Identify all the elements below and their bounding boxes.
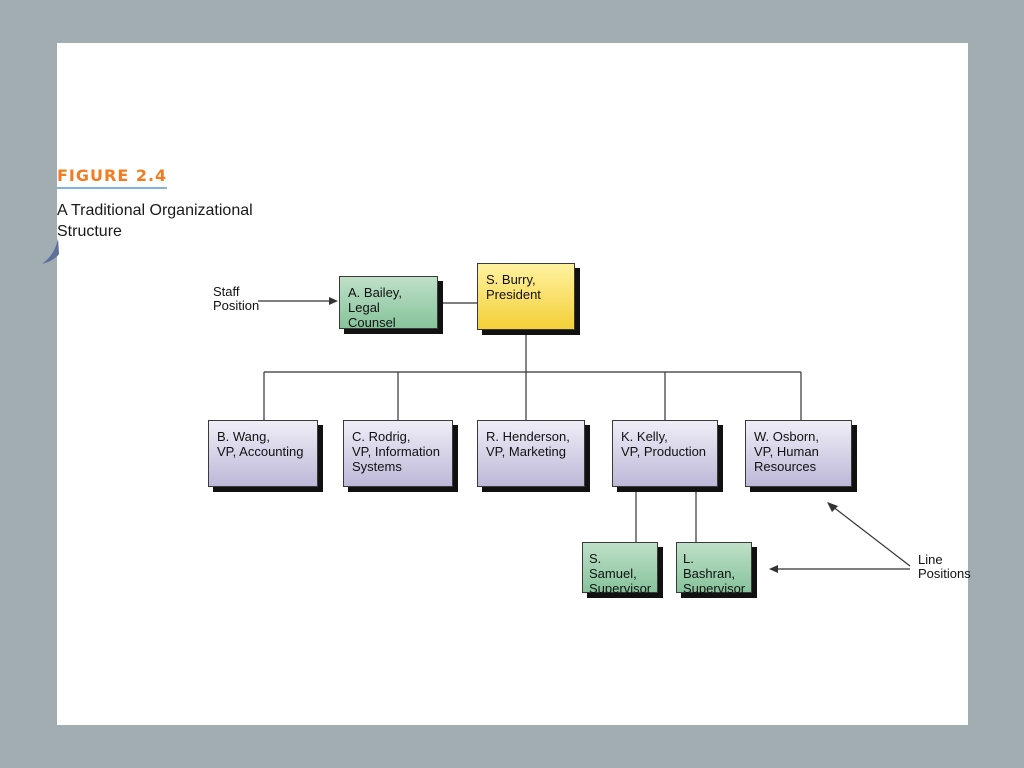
node-president-label: S. Burry, President bbox=[486, 272, 541, 302]
node-vp-production-label: K. Kelly, VP, Production bbox=[621, 429, 707, 459]
line-positions-note: Line Positions bbox=[918, 552, 971, 581]
node-vp-information-systems: C. Rodrig, VP, Information Systems bbox=[343, 420, 453, 487]
staff-arrowhead bbox=[329, 297, 338, 305]
node-supervisor-samuel: S. Samuel, Supervisor bbox=[582, 542, 658, 596]
corner-swoosh-decoration bbox=[42, 238, 59, 264]
node-vp-human-resources-label: W. Osborn, VP, Human Resources bbox=[754, 429, 820, 474]
node-vp-marketing: R. Henderson, VP, Marketing bbox=[477, 420, 585, 487]
node-vp-human-resources: W. Osborn, VP, Human Resources bbox=[745, 420, 852, 487]
node-supervisor-bashran: L. Bashran, Supervisor bbox=[676, 542, 752, 596]
line-arrowhead-lower bbox=[769, 565, 778, 573]
node-vp-marketing-label: R. Henderson, VP, Marketing bbox=[486, 429, 570, 459]
node-vp-accounting-label: B. Wang, VP, Accounting bbox=[217, 429, 304, 459]
slide-canvas bbox=[57, 43, 968, 725]
node-vp-production: K. Kelly, VP, Production bbox=[612, 420, 718, 487]
node-legal-counsel-label: A. Bailey, Legal Counsel bbox=[348, 285, 402, 330]
line-arrow-upper bbox=[831, 505, 911, 567]
line-arrowhead-upper bbox=[827, 502, 838, 512]
staff-position-note: Staff Position bbox=[213, 284, 260, 313]
node-vp-accounting: B. Wang, VP, Accounting bbox=[208, 420, 318, 487]
node-vp-information-systems-label: C. Rodrig, VP, Information Systems bbox=[352, 429, 440, 474]
node-supervisor-samuel-label: S. Samuel, Supervisor bbox=[589, 551, 652, 596]
node-president: S. Burry, President bbox=[477, 263, 575, 330]
figure-title: A Traditional Organizational Structure bbox=[57, 202, 253, 240]
node-supervisor-bashran-label: L. Bashran, Supervisor bbox=[683, 551, 746, 596]
figure-label: FIGURE 2.4 bbox=[57, 166, 168, 189]
node-legal-counsel: A. Bailey, Legal Counsel bbox=[339, 276, 438, 330]
